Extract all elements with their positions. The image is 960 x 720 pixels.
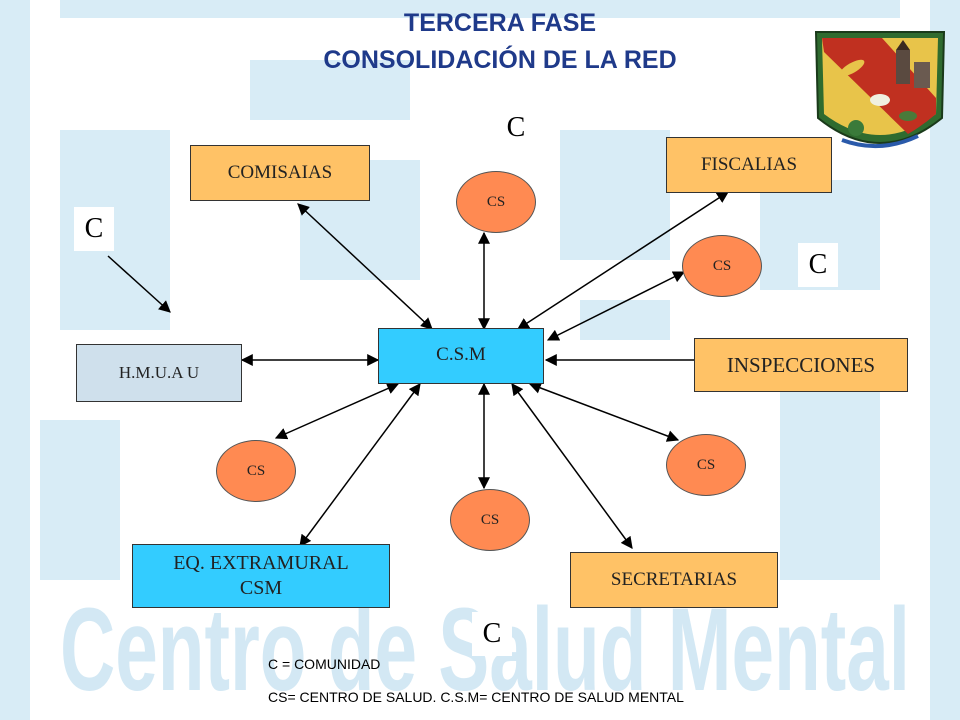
arrow-comisarias xyxy=(297,203,433,330)
node-comisarias: COMISAIAS xyxy=(190,145,370,201)
node-hmua: H.M.U.A U xyxy=(76,344,242,402)
node-extramural: EQ. EXTRAMURAL CSM xyxy=(132,544,390,608)
arrow-community-left xyxy=(107,255,171,313)
arrow-cs-left-bottom xyxy=(274,382,400,440)
node-secretarias: SECRETARIAS xyxy=(570,552,778,608)
community-label-top: C xyxy=(496,106,536,150)
node-extramural-line-1: EQ. EXTRAMURAL xyxy=(173,552,349,574)
title-line-2: CONSOLIDACIÓN DE LA RED xyxy=(323,46,677,74)
node-fiscalias: FISCALIAS xyxy=(666,137,832,193)
node-inspecciones: INSPECCIONES xyxy=(694,338,908,392)
legend-line-2: CS= CENTRO DE SALUD. C.S.M= CENTRO DE SA… xyxy=(268,689,684,705)
arrow-extramural xyxy=(299,383,421,547)
community-label-right: C xyxy=(798,243,838,287)
node-csm-center: C.S.M xyxy=(378,328,544,384)
community-label-bottom: C xyxy=(472,612,512,656)
cs-node-left-bottom: CS xyxy=(216,440,296,502)
arrow-cs-right-bottom xyxy=(528,382,680,442)
cs-node-bottom: CS xyxy=(450,489,530,551)
coat-of-arms-icon xyxy=(814,31,946,149)
node-extramural-line-2: CSM xyxy=(239,577,283,599)
cs-node-right-bottom: CS xyxy=(666,434,746,496)
legend-line-1: C = COMUNIDAD xyxy=(268,656,381,672)
cs-node-right-top: CS xyxy=(682,235,762,297)
arrow-secretarias xyxy=(511,383,633,549)
cs-node-top: CS xyxy=(456,171,536,233)
community-label-left: C xyxy=(74,207,114,251)
title-line-1: TERCERA FASE xyxy=(403,9,597,37)
arrow-cs-right-top xyxy=(546,271,686,341)
